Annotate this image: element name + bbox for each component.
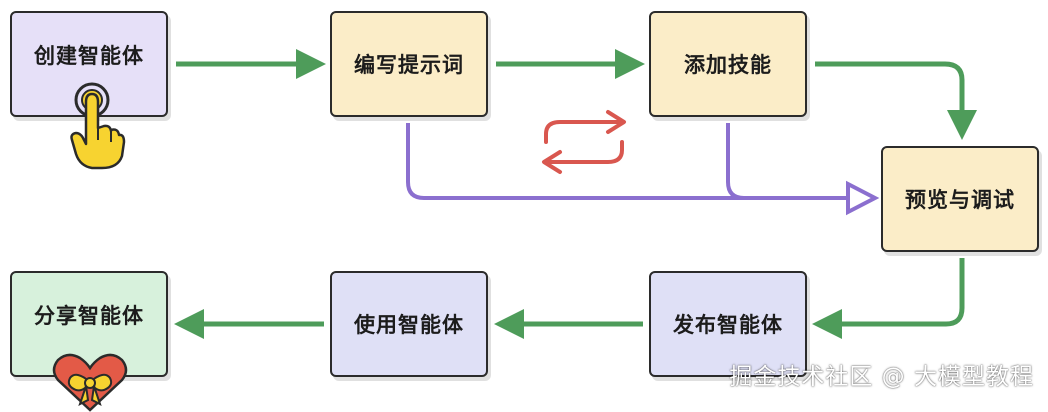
feedback-prompt-to-preview xyxy=(406,123,848,200)
node-publish-agent-label: 发布智能体 xyxy=(673,313,783,337)
node-preview-debug-label: 预览与调试 xyxy=(905,188,1015,212)
node-write-prompt: 编写提示词 xyxy=(330,11,488,117)
arrowhead-feedback xyxy=(846,180,880,216)
hand-pointer-icon xyxy=(70,82,126,170)
node-add-skill-label: 添加技能 xyxy=(684,53,772,77)
node-share-agent-label: 分享智能体 xyxy=(34,304,144,328)
node-publish-agent: 发布智能体 xyxy=(649,271,807,377)
node-share-agent: 分享智能体 xyxy=(10,271,168,377)
node-use-agent-label: 使用智能体 xyxy=(354,313,464,337)
arrowhead-prompt-to-skill xyxy=(615,49,645,79)
watermark: 掘金技术社区 @ 大模型教程 xyxy=(729,364,1034,390)
arrowhead-preview-to-publish xyxy=(812,309,842,339)
arrowhead-skill-to-preview xyxy=(947,110,977,140)
arrowhead-use-to-share xyxy=(174,309,204,339)
loop-arrows-icon xyxy=(542,110,626,174)
node-preview-debug: 预览与调试 xyxy=(881,146,1039,252)
node-use-agent: 使用智能体 xyxy=(330,271,488,377)
feedback-skill-to-preview xyxy=(726,123,745,200)
node-add-skill: 添加技能 xyxy=(649,11,807,117)
node-write-prompt-label: 编写提示词 xyxy=(354,53,464,77)
arrow-preview-to-publish xyxy=(840,258,965,327)
arrowhead-publish-to-use xyxy=(494,309,524,339)
arrowhead-create-to-prompt xyxy=(296,49,326,79)
arrow-skill-to-preview xyxy=(815,61,965,112)
heart-bow-icon xyxy=(52,353,128,412)
node-create-agent-label: 创建智能体 xyxy=(34,44,144,68)
